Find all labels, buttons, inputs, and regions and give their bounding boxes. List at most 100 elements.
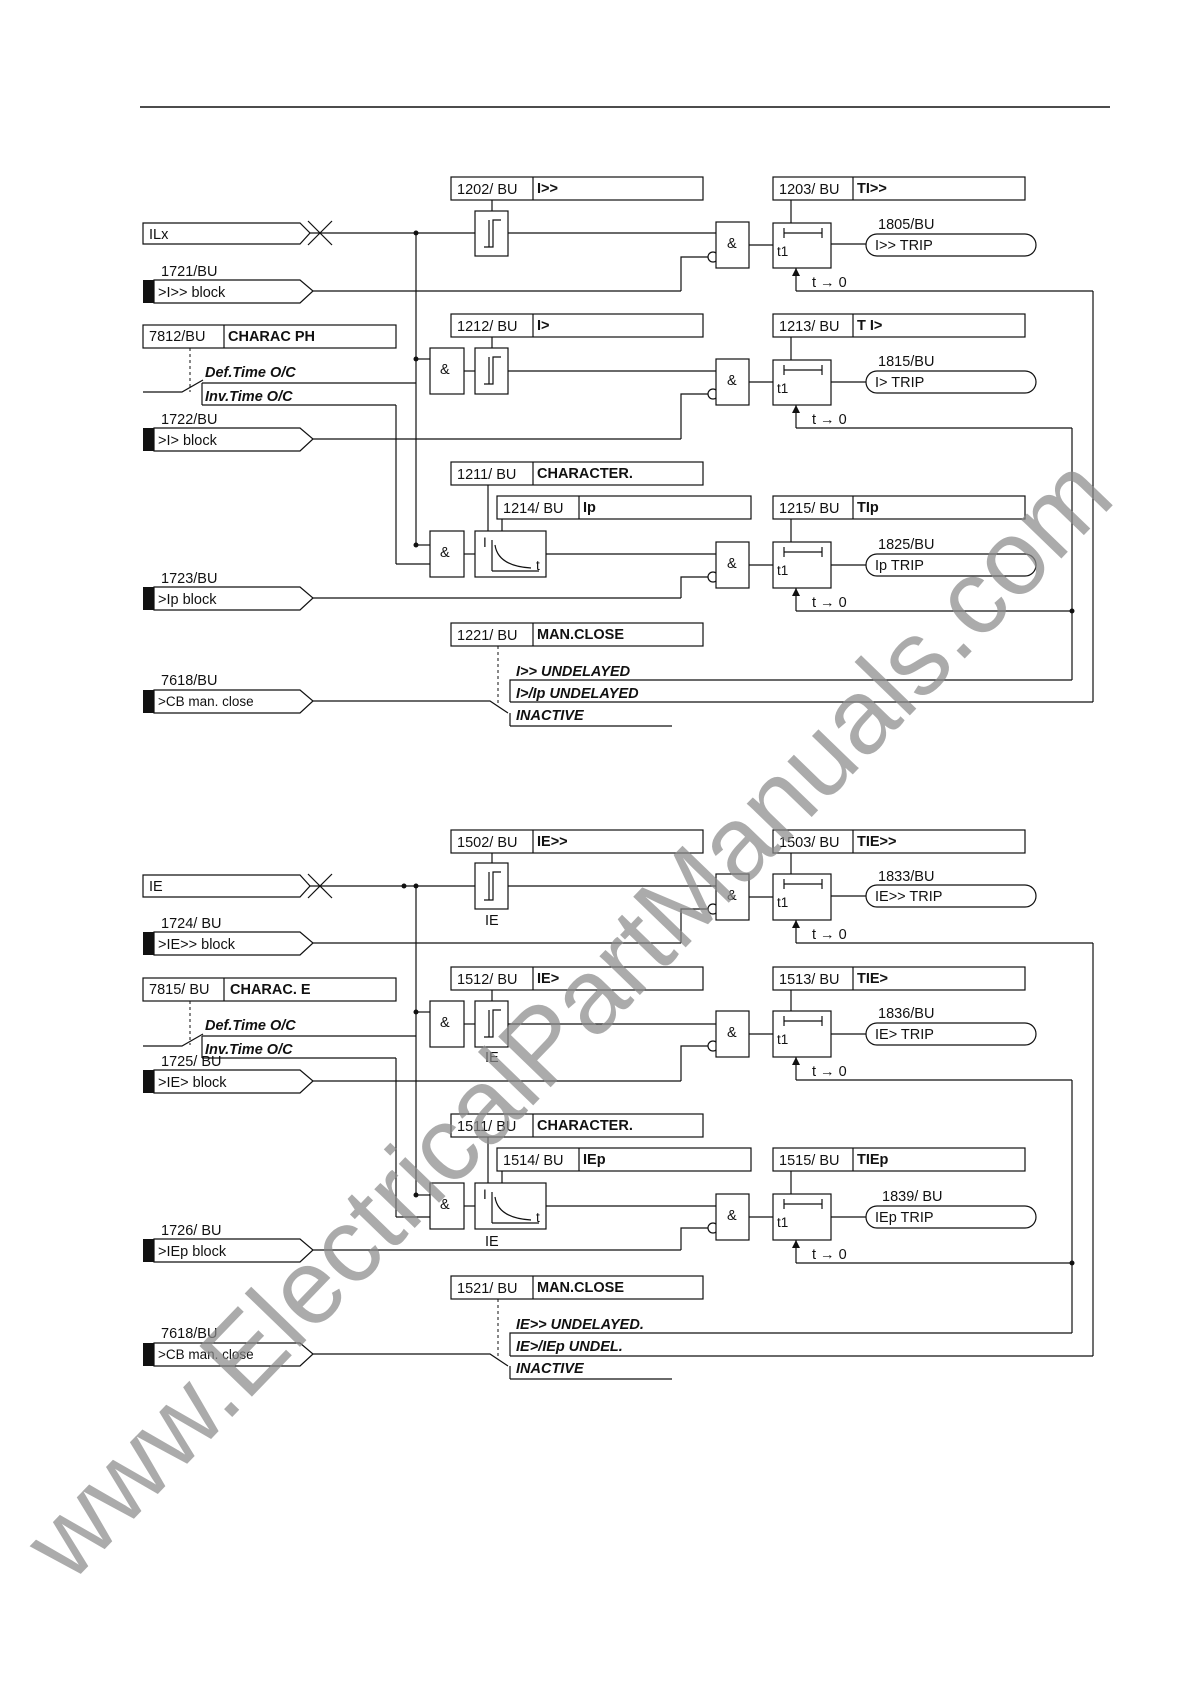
man-close-e-opt1: IE>> UNDELAYED. bbox=[516, 1317, 644, 1333]
param-i-high-addr: 1202/ BU bbox=[457, 182, 517, 198]
threshold-ie bbox=[474, 1000, 509, 1048]
charac-ph-opt-inv: Inv.Time O/C bbox=[205, 389, 293, 405]
param-tie-label: TIE> bbox=[857, 971, 888, 987]
param-i-label: I> bbox=[537, 318, 550, 334]
reset-label: t → 0 bbox=[812, 1064, 847, 1080]
param-ie-label: IE> bbox=[537, 971, 559, 987]
and-symbol: & bbox=[727, 556, 737, 572]
reset-label: t → 0 bbox=[812, 1247, 847, 1263]
timer-ie-high bbox=[772, 873, 832, 921]
character-label: CHARACTER. bbox=[537, 466, 633, 482]
character-e-label: CHARACTER. bbox=[537, 1118, 633, 1134]
param-tiep-label: TIEp bbox=[857, 1152, 889, 1168]
man-close-e-switch bbox=[313, 1353, 509, 1367]
param-ie-addr: 1512/ BU bbox=[457, 972, 517, 988]
trip-i-high-addr: 1805/BU bbox=[878, 217, 934, 233]
param-i-high-box bbox=[450, 176, 704, 201]
param-tip-box bbox=[772, 495, 1026, 520]
charac-e-opt-inv: Inv.Time O/C bbox=[205, 1042, 293, 1058]
and-symbol: & bbox=[440, 362, 450, 378]
trip-i-label: I> TRIP bbox=[875, 375, 924, 391]
and-symbol: & bbox=[727, 888, 737, 904]
trip-iep-label: IEp TRIP bbox=[875, 1210, 934, 1226]
and-symbol: & bbox=[440, 1015, 450, 1031]
block-i-label: >I> block bbox=[158, 433, 218, 449]
man-close-e-addr: 1521/ BU bbox=[457, 1281, 517, 1297]
trip-i-box bbox=[865, 370, 1037, 394]
threshold-ie-high-sub: IE bbox=[485, 913, 499, 929]
inverse-curve-icon bbox=[494, 1196, 532, 1221]
cb-close-box bbox=[153, 689, 314, 714]
timer-iep bbox=[772, 1193, 832, 1241]
timer-label: t1 bbox=[777, 1215, 788, 1230]
and-symbol: & bbox=[727, 236, 737, 252]
man-close-opt2: I>/Ip UNDELAYED bbox=[516, 686, 639, 702]
charac-e-box bbox=[142, 977, 397, 1002]
threshold-ie-high bbox=[474, 862, 509, 910]
param-ie-high-label: IE>> bbox=[537, 834, 568, 850]
timer-label: t1 bbox=[777, 1032, 788, 1047]
param-tip-addr: 1215/ BU bbox=[779, 501, 839, 517]
block-ie-high-label: >IE>> block bbox=[158, 937, 236, 953]
character-addr: 1211/ BU bbox=[457, 467, 516, 483]
param-tie-high-label: TIE>> bbox=[857, 834, 897, 850]
param-tie-high-box bbox=[772, 829, 1026, 854]
block-ip-box bbox=[153, 586, 314, 611]
man-close-e-opt3: INACTIVE bbox=[516, 1361, 585, 1377]
param-tip-label: TIp bbox=[857, 500, 879, 516]
and-gate-ie-high bbox=[715, 873, 750, 921]
reset-label: t → 0 bbox=[812, 595, 847, 611]
param-ie-high-box bbox=[450, 829, 704, 854]
charac-ph-switch bbox=[143, 379, 204, 393]
reset-label: t → 0 bbox=[812, 412, 847, 428]
trip-i-high-label: I>> TRIP bbox=[875, 238, 933, 254]
param-ti-high-label: TI>> bbox=[857, 181, 887, 197]
trip-iep-box bbox=[865, 1205, 1037, 1229]
man-close-opt3: INACTIVE bbox=[516, 708, 585, 724]
trip-ie-label: IE> TRIP bbox=[875, 1027, 934, 1043]
block-ie-label: >IE> block bbox=[158, 1075, 227, 1091]
timer-label: t1 bbox=[777, 244, 788, 259]
charac-e-opt-def: Def.Time O/C bbox=[205, 1018, 296, 1034]
and-symbol: & bbox=[727, 373, 737, 389]
param-ip-addr: 1214/ BU bbox=[503, 501, 563, 517]
and-symbol: & bbox=[727, 1025, 737, 1041]
trip-ip-addr: 1825/BU bbox=[878, 537, 934, 553]
block-ip-label: >Ip block bbox=[158, 592, 217, 608]
and-gate-ip bbox=[715, 541, 750, 589]
param-ti-high-addr: 1203/ BU bbox=[779, 182, 839, 198]
input-ie-box bbox=[142, 874, 311, 898]
input-ilx-box bbox=[142, 222, 311, 245]
input-ilx-label: ILx bbox=[149, 227, 169, 243]
block-ie-box bbox=[153, 1069, 314, 1094]
man-close-e-opt2: IE>/IEp UNDEL. bbox=[516, 1339, 623, 1355]
block-i-high-addr: 1721/BU bbox=[161, 264, 217, 280]
curve-axis-t: t bbox=[536, 1210, 540, 1225]
cb-close-e-box bbox=[153, 1342, 314, 1367]
trip-ip-box bbox=[865, 553, 1037, 577]
charac-e-label: CHARAC. E bbox=[230, 982, 311, 998]
param-ti-label: T I> bbox=[857, 318, 882, 334]
param-i-addr: 1212/ BU bbox=[457, 319, 517, 335]
charac-ph-opt-def: Def.Time O/C bbox=[205, 365, 296, 381]
charac-e-addr: 7815/ BU bbox=[149, 982, 209, 998]
param-tiep-box bbox=[772, 1147, 1026, 1172]
timer-label: t1 bbox=[777, 381, 788, 396]
earth-overcurrent-section: IE 1502/ BU IE>> IE 1724/ BU >IE>> block… bbox=[142, 829, 1094, 1380]
param-iep-box bbox=[496, 1147, 752, 1172]
block-ie-high-addr: 1724/ BU bbox=[161, 916, 221, 932]
timer-i-high bbox=[772, 222, 832, 269]
param-ip-box bbox=[496, 495, 752, 520]
and-gate-iep bbox=[715, 1193, 750, 1241]
timer-ip bbox=[772, 541, 832, 589]
block-iep-box bbox=[153, 1238, 314, 1263]
param-ti-high-box bbox=[772, 176, 1026, 201]
character-e-addr: 1511/ BU bbox=[457, 1119, 516, 1135]
cb-close-label: >CB man. close bbox=[158, 694, 254, 709]
threshold-ie-sub: IE bbox=[485, 1050, 499, 1066]
cb-close-e-addr: 7618/BU bbox=[161, 1326, 217, 1342]
threshold-i bbox=[474, 347, 509, 395]
trip-ie-addr: 1836/BU bbox=[878, 1006, 934, 1022]
input-ie-label: IE bbox=[149, 879, 163, 895]
